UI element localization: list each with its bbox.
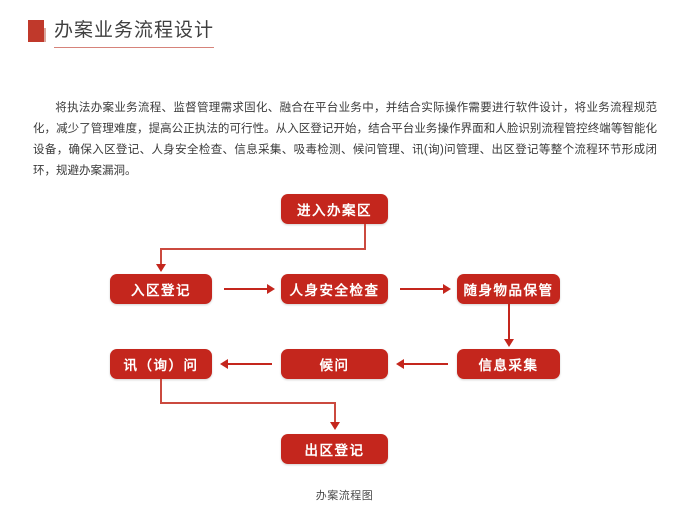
edge-reg-safety-arrowhead bbox=[267, 284, 275, 294]
body-paragraph: 将执法办案业务流程、监督管理需求固化、融合在平台业务中，并结合实际操作需要进行软… bbox=[33, 98, 657, 182]
edge-inquiry-exit-arrowhead bbox=[330, 422, 340, 430]
edge-enter-reg-arrowhead bbox=[156, 264, 166, 272]
flowchart: 进入办案区 入区登记 人身安全检查 随身物品保管 讯（询）问 候问 信息采集 出… bbox=[0, 180, 689, 490]
edge-inquiry-exit-segment-drop bbox=[334, 402, 336, 423]
page-title-block: 办案业务流程设计 bbox=[28, 16, 448, 56]
edge-enter-reg-segment-left bbox=[160, 248, 366, 250]
edge-info-wait-arrowhead bbox=[396, 359, 404, 369]
flow-node-inquiry[interactable]: 讯（询）问 bbox=[110, 349, 212, 379]
flow-node-safety[interactable]: 人身安全检查 bbox=[281, 274, 388, 304]
flow-node-reg[interactable]: 入区登记 bbox=[110, 274, 212, 304]
flow-node-exit[interactable]: 出区登记 bbox=[281, 434, 388, 464]
edge-safety-belong-arrowhead bbox=[443, 284, 451, 294]
edge-reg-safety-line bbox=[224, 288, 268, 290]
edge-enter-reg-segment-drop bbox=[160, 248, 162, 265]
page-title: 办案业务流程设计 bbox=[54, 16, 215, 48]
edge-inquiry-exit-segment-right bbox=[160, 402, 336, 404]
edge-safety-belong-line bbox=[400, 288, 444, 290]
paragraph-text: 将执法办案业务流程、监督管理需求固化、融合在平台业务中，并结合实际操作需要进行软… bbox=[33, 102, 657, 177]
edge-belong-info-arrowhead bbox=[504, 339, 514, 347]
flow-node-wait[interactable]: 候问 bbox=[281, 349, 388, 379]
title-marker-icon bbox=[28, 20, 44, 42]
flowchart-caption: 办案流程图 bbox=[315, 490, 374, 502]
edge-wait-inquiry-arrowhead bbox=[220, 359, 228, 369]
flow-node-info[interactable]: 信息采集 bbox=[457, 349, 560, 379]
edge-inquiry-exit-segment-down bbox=[160, 379, 162, 404]
flow-node-enter[interactable]: 进入办案区 bbox=[281, 194, 388, 224]
flow-node-belong[interactable]: 随身物品保管 bbox=[457, 274, 560, 304]
edge-wait-inquiry-line bbox=[228, 363, 272, 365]
edge-enter-reg-segment-down bbox=[364, 224, 366, 249]
edge-belong-info-line bbox=[508, 304, 510, 340]
edge-info-wait-line bbox=[404, 363, 448, 365]
